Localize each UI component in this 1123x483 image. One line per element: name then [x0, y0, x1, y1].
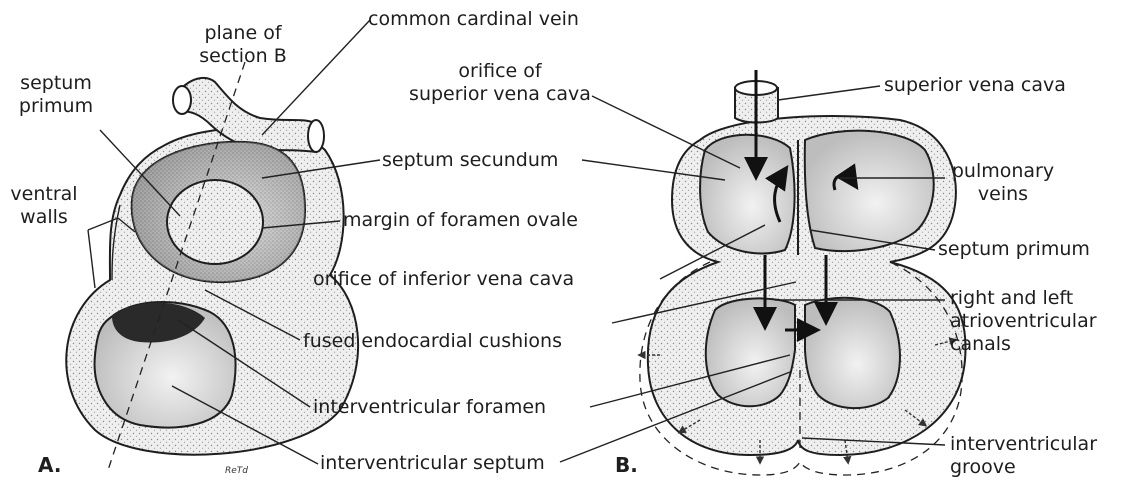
label-septum-primum-b: septum primum — [938, 238, 1090, 261]
label-ventral-walls: ventral walls — [4, 183, 84, 229]
label-septum-primum-a: septum primum — [8, 72, 104, 118]
label-atrioventricular-canals: right and left atrioventricular canals — [950, 287, 1097, 356]
label-plane-of-section-b: plane of section B — [188, 22, 298, 68]
right-ventricle-b — [706, 298, 795, 406]
right-atrium-b — [700, 135, 795, 254]
artist-signature: ReTd — [225, 460, 248, 483]
label-fused-endocardial-cushions: fused endocardial cushions — [303, 330, 562, 353]
panel-a-label: A. — [38, 454, 61, 477]
panel-b-heart — [640, 70, 966, 475]
label-interventricular-septum: interventricular septum — [320, 452, 545, 475]
label-interventricular-foramen: interventricular foramen — [313, 396, 546, 419]
left-atrium-b — [805, 131, 934, 251]
label-margin-foramen-ovale: margin of foramen ovale — [343, 209, 578, 232]
vein-opening-right — [308, 120, 324, 152]
panel-b-label: B. — [615, 454, 638, 477]
label-common-cardinal-vein: common cardinal vein — [368, 8, 579, 31]
label-pulmonary-veins: pulmonary veins — [943, 160, 1063, 206]
label-superior-vena-cava: superior vena cava — [884, 74, 1066, 97]
vein-opening-left — [173, 86, 191, 114]
left-ventricle-b — [805, 298, 900, 408]
label-interventricular-groove: interventricular groove — [950, 433, 1097, 479]
label-septum-secundum: septum secundum — [382, 149, 558, 172]
label-orifice-superior-vena-cava: orifice of superior vena cava — [400, 60, 600, 106]
label-orifice-inferior-vena-cava: orifice of inferior vena cava — [313, 268, 574, 291]
